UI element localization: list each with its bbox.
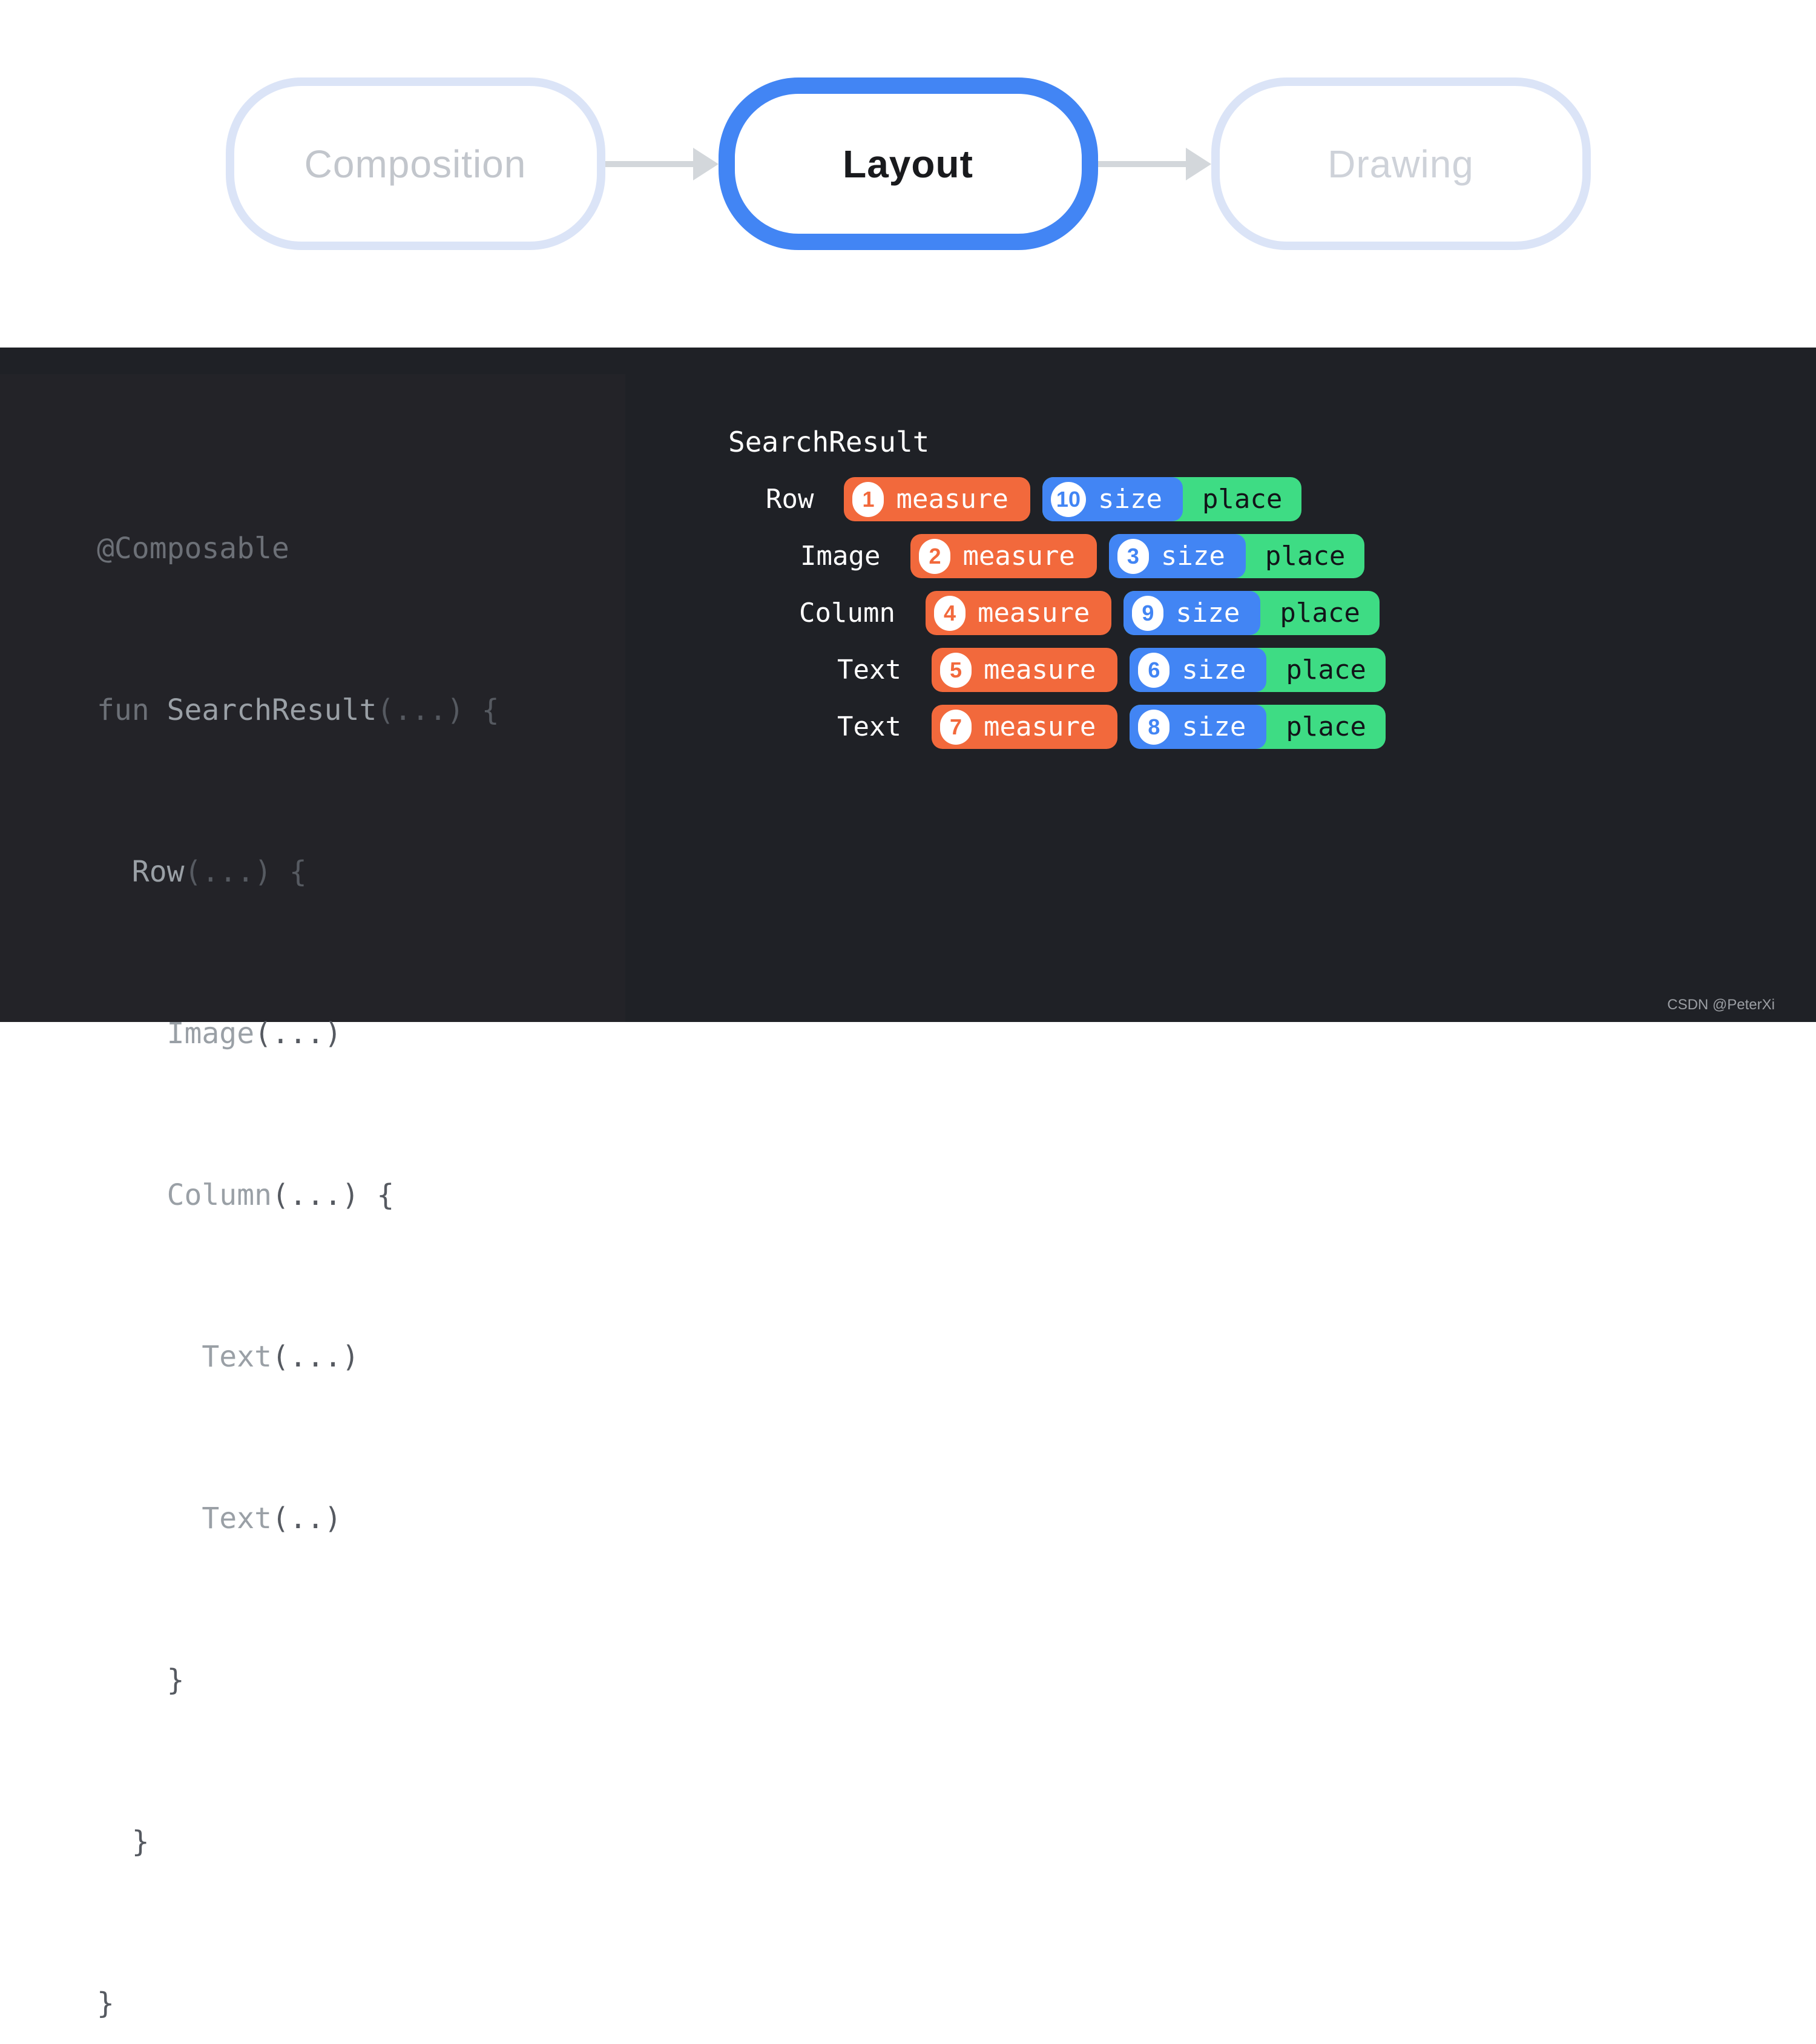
annotation: @Composable <box>97 532 289 565</box>
code-line: Text(...) <box>97 1330 625 1384</box>
place-badge: place <box>1265 541 1346 572</box>
composable-call: Text <box>97 1340 272 1374</box>
measure-label: measure <box>977 598 1090 628</box>
measure-badge: 7 measure <box>931 705 1118 749</box>
closing-brace: } <box>97 1825 150 1859</box>
measure-badge: 4 measure <box>925 591 1112 635</box>
step-number-circle: 3 <box>1117 538 1149 574</box>
phase-label-drawing: Drawing <box>1327 142 1474 186</box>
size-badge: 6 size <box>1130 648 1267 692</box>
size-badge: 3 size <box>1108 534 1246 578</box>
step-number-circle: 9 <box>1132 595 1164 631</box>
size-label: size <box>1160 541 1225 572</box>
code-line: Image(...) <box>97 1007 625 1061</box>
closing-brace: } <box>97 1986 114 2020</box>
code-panel: @Composable fun SearchResult(...) { Row(… <box>0 374 625 2020</box>
watermark: CSDN @PeterXi <box>1667 997 1775 1013</box>
tree-row-row: Row 1 measure 10 size place <box>766 477 1386 521</box>
punctuation: (..) <box>271 1502 342 1535</box>
step-number-circle: 8 <box>1138 709 1170 745</box>
code-line: } <box>97 1977 625 2031</box>
step-number-circle: 6 <box>1138 652 1170 688</box>
measure-label: measure <box>962 541 1075 572</box>
arrow-shaft <box>605 160 693 167</box>
composable-call: Column <box>97 1178 272 1212</box>
step-number-circle: 10 <box>1050 481 1086 517</box>
punctuation: (...) { <box>184 855 307 889</box>
keyword: fun <box>97 693 167 727</box>
layout-tree: SearchResult Row 1 measure 10 size place… <box>728 424 1386 762</box>
closing-brace: } <box>97 1663 185 1697</box>
function-name: SearchResult <box>166 693 377 727</box>
composable-call: Image <box>97 1017 255 1050</box>
code-line: } <box>97 1653 625 1707</box>
code-line: Text(..) <box>97 1492 625 1546</box>
code-line: Row(...) { <box>97 845 625 899</box>
measure-label: measure <box>983 711 1096 742</box>
measure-badge: 1 measure <box>844 477 1030 521</box>
size-label: size <box>1097 484 1162 515</box>
punctuation: (...) <box>254 1017 342 1050</box>
size-label: size <box>1182 711 1246 742</box>
measure-label: measure <box>896 484 1008 515</box>
node-label: Column <box>799 598 895 628</box>
composable-call: Row <box>97 855 185 889</box>
step-number-circle: 5 <box>939 652 972 688</box>
flow-arrow-icon <box>1097 77 1211 250</box>
node-label: Text <box>837 654 901 685</box>
size-place-group: 6 size place <box>1130 648 1386 692</box>
step-number-circle: 4 <box>933 595 966 631</box>
punctuation: (...) <box>271 1340 360 1374</box>
size-place-group: 8 size place <box>1130 705 1386 749</box>
arrow-head <box>1185 147 1211 180</box>
layout-pass-stage: @Composable fun SearchResult(...) { Row(… <box>0 348 1816 2020</box>
flow-arrow-icon <box>605 77 719 250</box>
step-number-circle: 1 <box>852 481 884 517</box>
step-number-circle: 2 <box>919 538 951 574</box>
size-place-group: 3 size place <box>1108 534 1365 578</box>
tree-row-text-2: Text 7 measure 8 size place <box>837 705 1386 749</box>
node-label: Row <box>766 484 814 515</box>
size-place-group: 10 size place <box>1042 477 1302 521</box>
measure-badge: 2 measure <box>910 534 1097 578</box>
measure-label: measure <box>983 654 1096 685</box>
place-badge: place <box>1202 484 1283 515</box>
size-label: size <box>1176 598 1240 628</box>
place-badge: place <box>1286 654 1366 685</box>
measure-badge: 5 measure <box>931 648 1118 692</box>
phase-label-composition: Composition <box>304 142 527 186</box>
code-line: Column(...) { <box>97 1169 625 1222</box>
phases-header: Composition Layout Drawing <box>0 0 1816 348</box>
size-label: size <box>1182 654 1246 685</box>
code-line: @Composable <box>97 522 625 576</box>
phase-pill-composition: Composition <box>225 77 605 250</box>
node-label: Image <box>800 541 881 572</box>
arrow-head <box>693 147 719 180</box>
phase-pill-layout-active: Layout <box>718 77 1098 250</box>
code-line: fun SearchResult(...) { <box>97 684 625 737</box>
tree-row-image: Image 2 measure 3 size place <box>800 534 1386 578</box>
size-badge: 10 size <box>1042 477 1183 521</box>
place-badge: place <box>1286 711 1366 742</box>
tree-row-column: Column 4 measure 9 size place <box>799 591 1386 635</box>
punctuation: (...) { <box>377 693 499 727</box>
node-label: Text <box>837 711 901 742</box>
composable-call: Text <box>97 1502 272 1535</box>
punctuation: (...) { <box>271 1178 395 1212</box>
code-line: } <box>97 1815 625 1869</box>
tree-row-text-1: Text 5 measure 6 size place <box>837 648 1386 692</box>
tree-title: SearchResult <box>728 426 930 458</box>
phase-stepper: Composition Layout Drawing <box>0 77 1816 250</box>
arrow-shaft <box>1097 160 1186 167</box>
size-badge: 8 size <box>1130 705 1267 749</box>
composable-code: @Composable fun SearchResult(...) { Row(… <box>0 374 625 2044</box>
size-place-group: 9 size place <box>1123 591 1380 635</box>
phase-label-layout: Layout <box>843 142 973 186</box>
size-badge: 9 size <box>1123 591 1261 635</box>
place-badge: place <box>1280 598 1360 628</box>
phase-pill-drawing: Drawing <box>1211 77 1591 250</box>
step-number-circle: 7 <box>939 709 972 745</box>
